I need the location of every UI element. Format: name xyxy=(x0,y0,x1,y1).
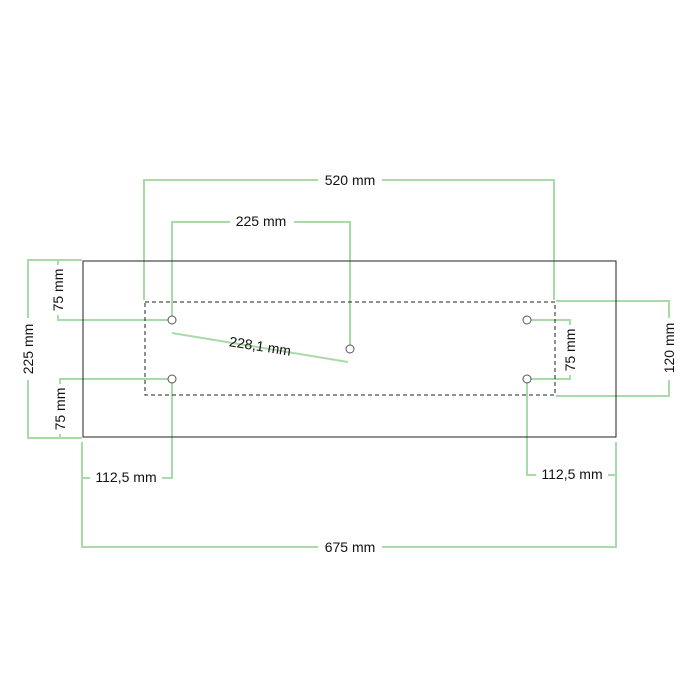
dimension-labels: 520 mm 225 mm 228,1 mm 225 mm 75 mm 75 m… xyxy=(20,172,677,555)
label-bottom-left: 112,5 mm xyxy=(95,469,156,485)
label-left-total: 225 mm xyxy=(20,324,36,375)
label-left-upper: 75 mm xyxy=(50,269,66,312)
mounting-holes xyxy=(167,315,532,384)
label-right-outer: 120 mm xyxy=(661,323,677,374)
label-top-span: 520 mm xyxy=(325,172,376,188)
hole-center xyxy=(345,344,355,354)
dim-line-diagonal xyxy=(171,332,349,363)
dim-line-bottom-total xyxy=(81,442,617,548)
label-top-inner: 225 mm xyxy=(236,213,287,229)
label-diagonal: 228,1 mm xyxy=(228,333,292,359)
label-bottom-right: 112,5 mm xyxy=(541,466,602,482)
label-bottom-total: 675 mm xyxy=(325,539,376,555)
dim-line-left-lower xyxy=(59,378,170,439)
dim-line-top-inner xyxy=(171,221,351,348)
hole-bottom-left xyxy=(167,374,177,384)
hole-top-right xyxy=(522,315,532,325)
hole-top-left xyxy=(167,315,177,325)
hole-bottom-right xyxy=(522,374,532,384)
label-right-inner: 75 mm xyxy=(562,329,578,372)
dim-line-bottom-right xyxy=(526,380,617,476)
label-left-lower: 75 mm xyxy=(52,388,68,431)
plate-outline xyxy=(82,260,617,438)
mounting-pattern-outline xyxy=(144,301,556,396)
dim-line-left-upper xyxy=(57,259,170,321)
